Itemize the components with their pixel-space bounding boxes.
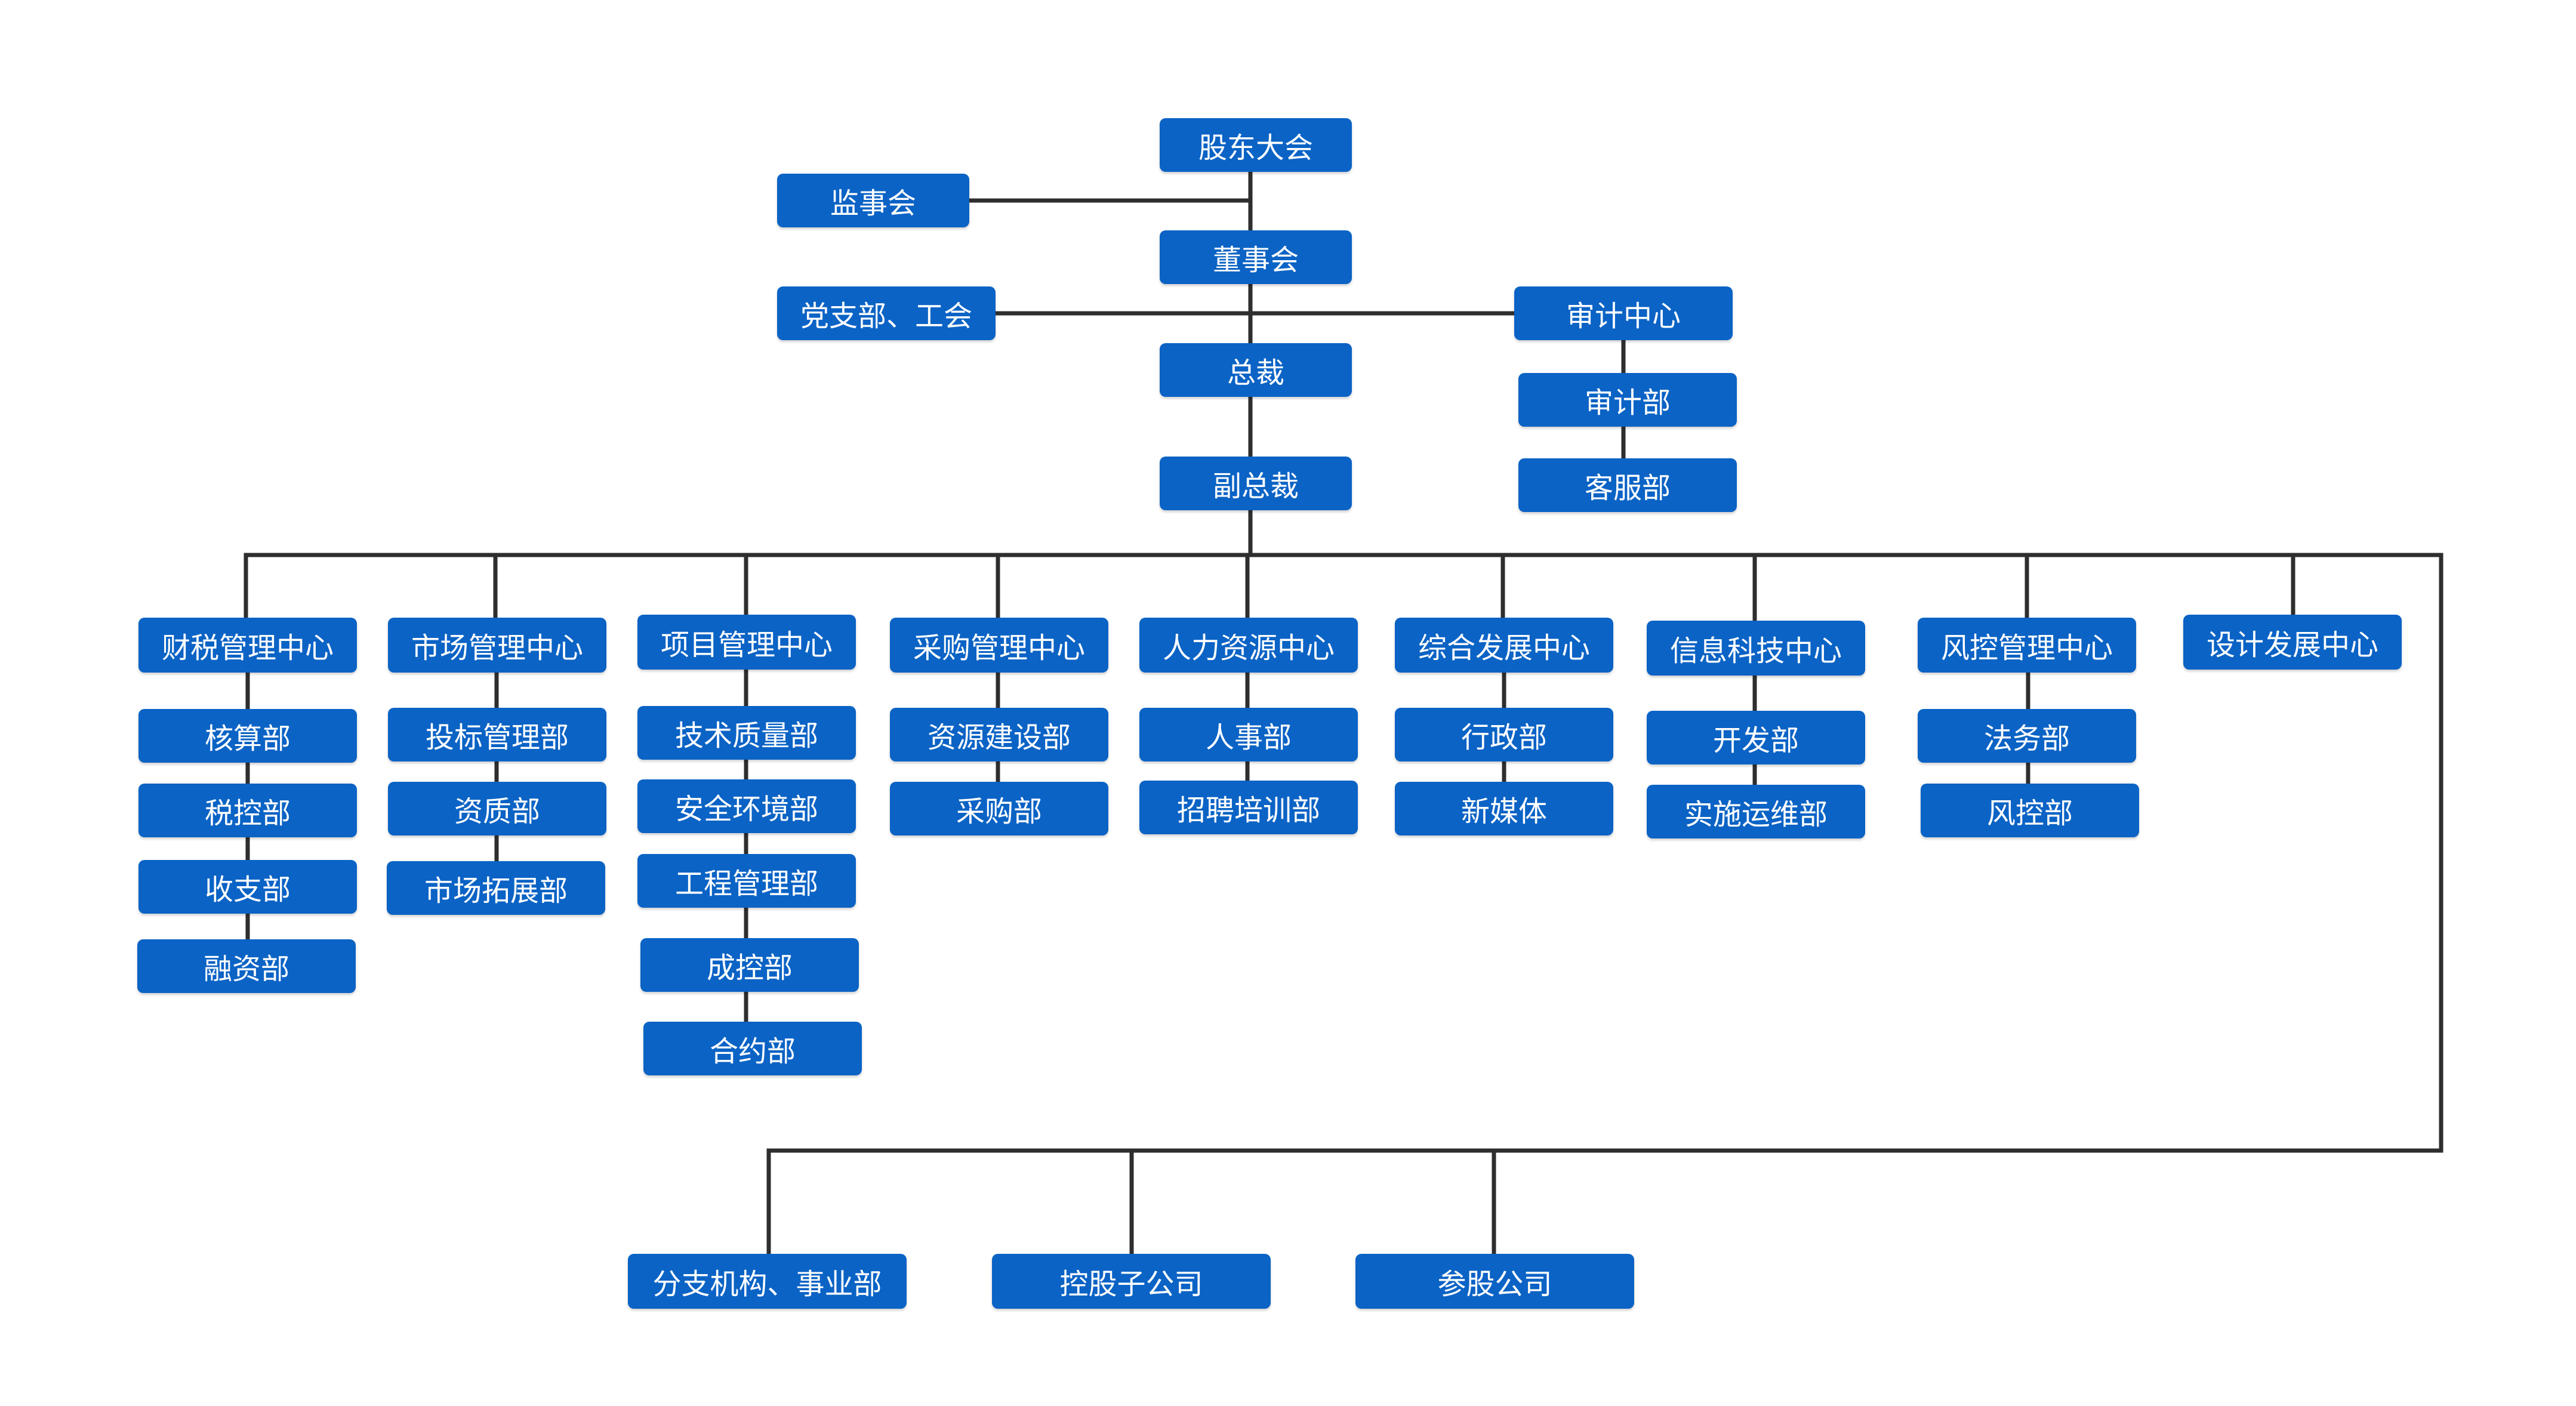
node-dept-qualification: 资质部 — [388, 782, 606, 835]
node-center-project: 项目管理中心 — [637, 615, 856, 670]
node-dept-accounting: 核算部 — [138, 709, 357, 763]
node-vice-president: 副总裁 — [1160, 457, 1352, 510]
node-center-risk: 风控管理中心 — [1918, 618, 2136, 673]
node-supervisory-board: 监事会 — [777, 174, 969, 227]
node-center-procurement: 采购管理中心 — [890, 618, 1108, 673]
node-audit-center: 审计中心 — [1514, 286, 1733, 340]
node-dept-recruitment-training: 招聘培训部 — [1139, 781, 1358, 834]
node-dept-resource-building: 资源建设部 — [890, 708, 1108, 761]
node-shareholders-meeting: 股东大会 — [1160, 118, 1352, 172]
node-dept-cost-control: 成控部 — [640, 938, 859, 992]
node-center-design-dev: 设计发展中心 — [2183, 615, 2402, 670]
node-dept-market-expansion: 市场拓展部 — [387, 861, 605, 915]
node-holding-subsidiaries: 控股子公司 — [992, 1254, 1271, 1309]
node-center-it: 信息科技中心 — [1647, 621, 1865, 676]
node-dept-legal: 法务部 — [1918, 709, 2136, 763]
node-audit-dept: 审计部 — [1518, 373, 1737, 427]
node-party-branch-union: 党支部、工会 — [777, 286, 996, 340]
node-center-hr: 人力资源中心 — [1139, 618, 1358, 673]
node-dept-risk-control: 风控部 — [1921, 784, 2139, 837]
node-dept-development: 开发部 — [1647, 711, 1865, 764]
node-dept-contracts: 合约部 — [643, 1022, 862, 1075]
node-center-market: 市场管理中心 — [388, 618, 606, 673]
node-dept-financing: 融资部 — [137, 939, 356, 993]
node-customer-service-dept: 客服部 — [1518, 458, 1737, 512]
node-branches-divisions: 分支机构、事业部 — [628, 1254, 907, 1309]
node-dept-revenue-expense: 收支部 — [138, 860, 357, 914]
node-dept-bidding: 投标管理部 — [388, 708, 606, 761]
node-center-finance-tax: 财税管理中心 — [138, 618, 357, 673]
node-dept-purchasing: 采购部 — [890, 782, 1108, 835]
node-equity-participation: 参股公司 — [1355, 1254, 1634, 1309]
node-dept-implementation-ops: 实施运维部 — [1647, 785, 1865, 838]
node-dept-tax-control: 税控部 — [138, 784, 357, 837]
node-dept-administration: 行政部 — [1395, 708, 1613, 761]
node-center-comprehensive-dev: 综合发展中心 — [1395, 618, 1613, 673]
node-dept-tech-quality: 技术质量部 — [637, 706, 856, 760]
node-president: 总裁 — [1160, 343, 1352, 397]
node-board-of-directors: 董事会 — [1160, 230, 1352, 284]
node-dept-new-media: 新媒体 — [1395, 782, 1613, 835]
node-dept-engineering: 工程管理部 — [637, 854, 856, 908]
node-dept-safety-environment: 安全环境部 — [637, 779, 856, 833]
node-dept-personnel: 人事部 — [1139, 708, 1358, 761]
